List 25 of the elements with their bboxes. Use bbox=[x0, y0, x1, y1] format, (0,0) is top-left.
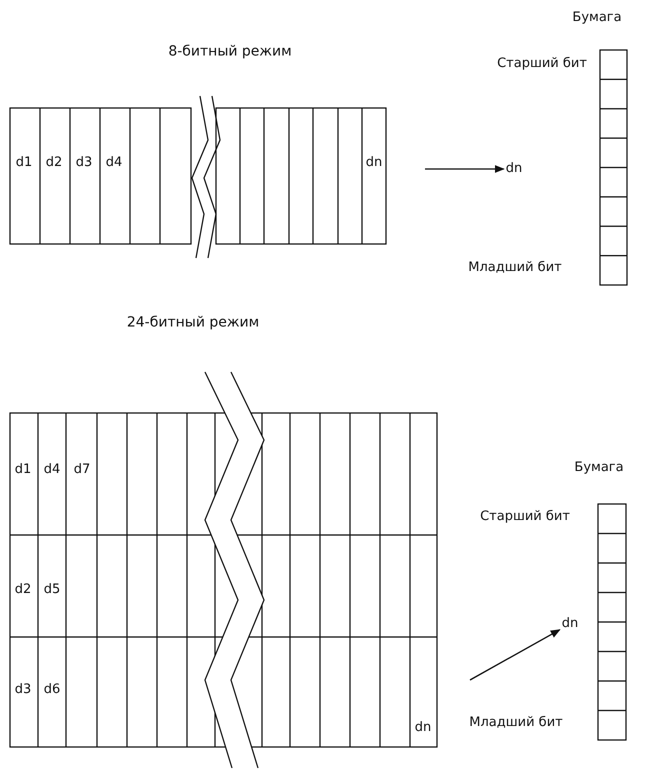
arrow-target-label: dn bbox=[562, 616, 578, 632]
cell-label: dn bbox=[366, 156, 382, 170]
cell-label: d2 bbox=[46, 156, 62, 170]
cell-label: d7 bbox=[74, 462, 90, 478]
arrow-target-label: dn bbox=[506, 162, 522, 176]
cell-label: d1 bbox=[16, 156, 32, 170]
msb-label: Старший бит bbox=[480, 510, 570, 524]
cell-label: dn bbox=[414, 720, 432, 736]
cell-label: d2 bbox=[14, 582, 32, 598]
cell-label: d5 bbox=[44, 582, 60, 598]
arrow bbox=[425, 165, 505, 173]
cell-label: d3 bbox=[76, 156, 92, 170]
cell-label: d1 bbox=[14, 462, 32, 478]
paper-label: Бумага bbox=[574, 460, 624, 476]
cell-label: d4 bbox=[44, 462, 60, 478]
cell-label: d6 bbox=[44, 682, 60, 698]
paper-label: Бумага bbox=[572, 10, 622, 26]
lsb-label: Младший бит bbox=[468, 260, 562, 276]
section-heading: 8-битный режим bbox=[168, 44, 292, 60]
arrow bbox=[470, 629, 561, 681]
cell-label: d3 bbox=[14, 682, 32, 698]
lsb-label: Младший бит bbox=[469, 716, 563, 730]
cell-label: d4 bbox=[106, 156, 122, 170]
section-heading: 24-битный режим bbox=[126, 315, 260, 331]
msb-label: Старший бит bbox=[497, 56, 587, 72]
